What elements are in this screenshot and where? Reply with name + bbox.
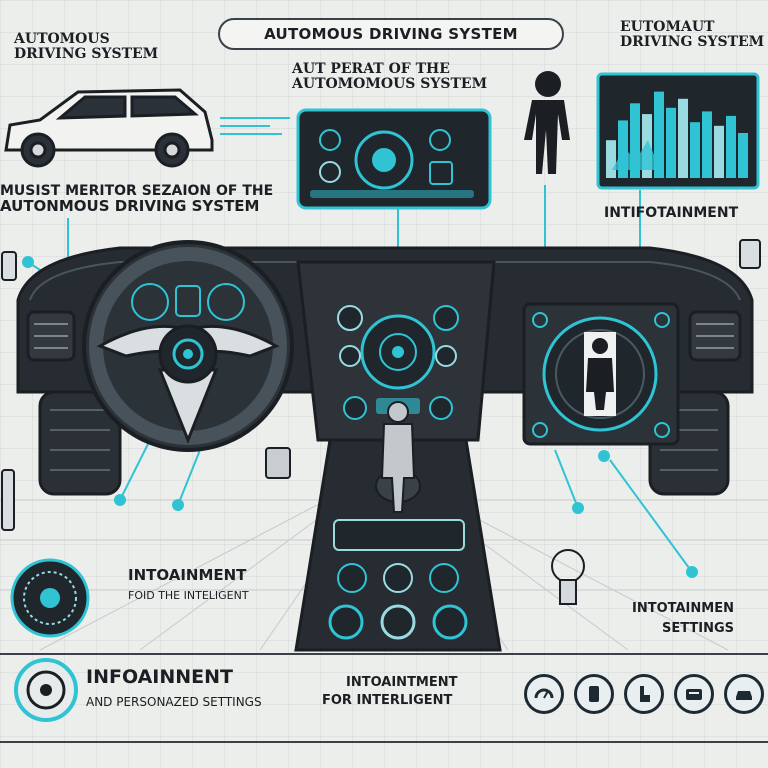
chart-bar xyxy=(606,140,616,178)
label-bottom-center: INTOAINTMENT FOR INTERLIGENT xyxy=(322,676,458,707)
label-top-center: AUT PERAT OF THE AUTOMOMOUS SYSTEM xyxy=(292,62,487,91)
person-icon xyxy=(524,71,570,174)
label-mid-left-line1: MUSIST MERITOR SEZAION OF THE xyxy=(0,183,274,199)
label-top-right-line2: DRIVING SYSTEM xyxy=(620,33,765,50)
label-top-left-line2: DRIVING SYSTEM xyxy=(14,45,159,62)
label-lower-left-line1: INTOAINMENT xyxy=(128,566,247,584)
car-icon xyxy=(736,691,752,700)
suv-side-icon xyxy=(4,88,214,168)
label-mid-right: INTIFOTAINMENT xyxy=(604,205,739,221)
label-lower-right-line1: INTOTAINMEN xyxy=(632,601,734,616)
bar-chart-icon xyxy=(596,72,760,190)
label-top-left: AUTOMOUS DRIVING SYSTEM xyxy=(14,32,158,61)
media-icon xyxy=(686,689,702,700)
seat-icon xyxy=(640,686,650,702)
label-mid-left: MUSIST MERITOR SEZAION OF THE AUTONMOUS … xyxy=(0,184,273,214)
chart-bar xyxy=(666,107,676,178)
center-stack xyxy=(296,260,496,442)
label-top-center-line2: AUTOMOMOUS SYSTEM xyxy=(292,75,488,92)
chart-bar xyxy=(678,98,688,178)
label-top-right: EUTOMAUT DRIVING SYSTEM xyxy=(620,20,764,49)
passenger-figure xyxy=(380,401,416,513)
bottom-dial-icon xyxy=(14,658,78,722)
label-bottom-left-line2: AND PERSONAZED SETTINGS xyxy=(86,694,262,709)
dial-icon xyxy=(10,558,90,638)
chart-bar xyxy=(654,91,664,178)
label-mid-left-line2: AUTONMOUS DRIVING SYSTEM xyxy=(0,196,260,215)
chart-bar xyxy=(630,103,640,178)
chart-bar xyxy=(618,120,628,178)
media-button[interactable] xyxy=(674,674,714,714)
top-center-screen xyxy=(296,108,492,210)
seat-button[interactable] xyxy=(624,674,664,714)
label-lower-left: INTOAINMENT FOID THE INTELIGENT xyxy=(128,566,249,602)
label-bottom-left: INFOAINNENT AND PERSONAZED SETTINGS xyxy=(86,666,262,709)
car-button[interactable] xyxy=(724,674,764,714)
label-lower-right-line2: SETTINGS xyxy=(662,620,735,636)
gauge-icon xyxy=(534,688,554,699)
chart-bar xyxy=(726,115,736,178)
chart-bar xyxy=(690,122,700,178)
label-top-left-line1: AUTOMOUS xyxy=(14,31,110,47)
steering-wheel-icon xyxy=(82,240,294,452)
chart-bar xyxy=(714,125,724,178)
right-display xyxy=(522,302,680,446)
label-top-center-line1: AUT PERAT OF THE xyxy=(292,61,450,77)
phone-icon xyxy=(589,686,599,702)
gauge-button[interactable] xyxy=(524,674,564,714)
label-top-right-line1: EUTOMAUT xyxy=(620,19,715,35)
chart-bar xyxy=(702,111,712,178)
label-lower-right: INTOTAINMEN SETTINGS xyxy=(632,602,734,635)
chart-bar xyxy=(738,133,748,178)
label-bottom-center-line2: FOR INTERLIGENT xyxy=(322,692,453,708)
seat-widget-icon xyxy=(551,549,585,605)
label-lower-left-line2: FOID THE INTELIGENT xyxy=(128,588,249,602)
pedal xyxy=(265,447,291,479)
label-bottom-left-line1: INFOAINNENT xyxy=(86,666,234,688)
label-bottom-center-line1: INTOAINTMENT xyxy=(346,675,458,690)
page-title-text: AUTOMOUS DRIVING SYSTEM xyxy=(264,25,518,43)
phone-button[interactable] xyxy=(574,674,614,714)
page-title: AUTOMOUS DRIVING SYSTEM xyxy=(218,18,564,50)
